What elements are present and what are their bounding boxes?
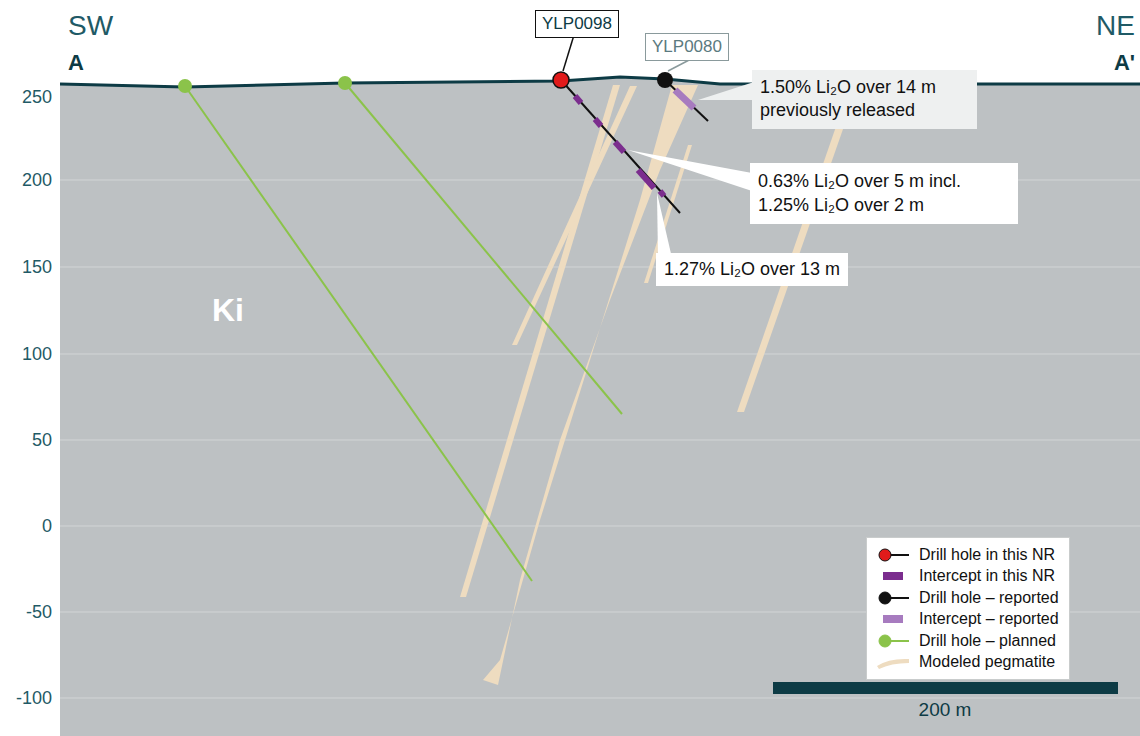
hole-label: YLP0080 bbox=[645, 33, 729, 61]
host-rock bbox=[60, 77, 1140, 736]
legend-sample bbox=[875, 611, 911, 627]
direction-label: NE bbox=[1096, 12, 1135, 40]
legend-sample bbox=[875, 654, 911, 670]
legend-swatch bbox=[883, 615, 903, 623]
hole-label: YLP0098 bbox=[535, 10, 619, 38]
legend-text: Drill hole – reported bbox=[919, 589, 1059, 607]
node-text: YLP0098 bbox=[542, 14, 612, 34]
elevation-tick: -100 bbox=[16, 689, 52, 707]
callout-box: 1.50% Li₂O over 14 m previously released bbox=[752, 70, 977, 129]
legend-row: Drill hole – reported bbox=[875, 587, 1059, 609]
callout-box: 0.63% Li₂O over 5 m incl. 1.25% Li₂O ove… bbox=[750, 163, 1018, 224]
legend-sample bbox=[875, 547, 911, 563]
callout-box: 1.27% Li₂O over 13 m bbox=[656, 253, 848, 286]
section-end: A bbox=[68, 52, 84, 74]
node-text: YLP0080 bbox=[652, 37, 722, 57]
surface-line bbox=[60, 77, 1140, 87]
legend-row: Drill hole in this NR bbox=[875, 544, 1059, 566]
node-text: 1.50% Li₂O over 14 m previously released bbox=[760, 76, 969, 123]
legend-row: Modeled pegmatite bbox=[875, 652, 1059, 674]
legend-sample bbox=[875, 633, 911, 649]
elevation-tick: -50 bbox=[26, 603, 52, 621]
elevation-tick: 200 bbox=[22, 171, 52, 189]
legend-row: Drill hole – planned bbox=[875, 630, 1059, 652]
drill-hole-reported bbox=[657, 72, 708, 121]
legend-text: Modeled pegmatite bbox=[919, 653, 1055, 671]
legend-sample bbox=[875, 568, 911, 584]
legend-swatch bbox=[877, 659, 909, 669]
elevation-tick: 50 bbox=[32, 431, 52, 449]
section-end: A' bbox=[1114, 52, 1135, 74]
legend-text: Intercept in this NR bbox=[919, 567, 1055, 585]
elevation-tick: 100 bbox=[22, 345, 52, 363]
grid-lines bbox=[60, 180, 1140, 698]
elevation-tick: 0 bbox=[42, 517, 52, 535]
elevation-tick: 150 bbox=[22, 258, 52, 276]
unit-label: Ki bbox=[212, 294, 244, 326]
scale-bar bbox=[773, 682, 1118, 694]
legend-text: Intercept – reported bbox=[919, 610, 1059, 628]
node-text: 0.63% Li₂O over 5 m incl. 1.25% Li₂O ove… bbox=[758, 169, 1010, 218]
legend-text: Drill hole in this NR bbox=[919, 546, 1055, 564]
drill-hole-new bbox=[553, 72, 680, 213]
planned-holes bbox=[178, 76, 622, 581]
scale-label: 200 m bbox=[919, 700, 972, 719]
legend-row: Intercept in this NR bbox=[875, 566, 1059, 588]
node-text: 1.27% Li₂O over 13 m bbox=[664, 259, 840, 280]
legend-text: Drill hole – planned bbox=[919, 632, 1056, 650]
legend: Drill hole in this NR Intercept in this N… bbox=[866, 537, 1070, 680]
legend-swatch bbox=[883, 572, 903, 580]
direction-label: SW bbox=[68, 12, 113, 40]
elevation-tick: 250 bbox=[22, 88, 52, 106]
legend-sample bbox=[875, 590, 911, 606]
leader-lines bbox=[563, 35, 754, 258]
legend-row: Intercept – reported bbox=[875, 609, 1059, 631]
